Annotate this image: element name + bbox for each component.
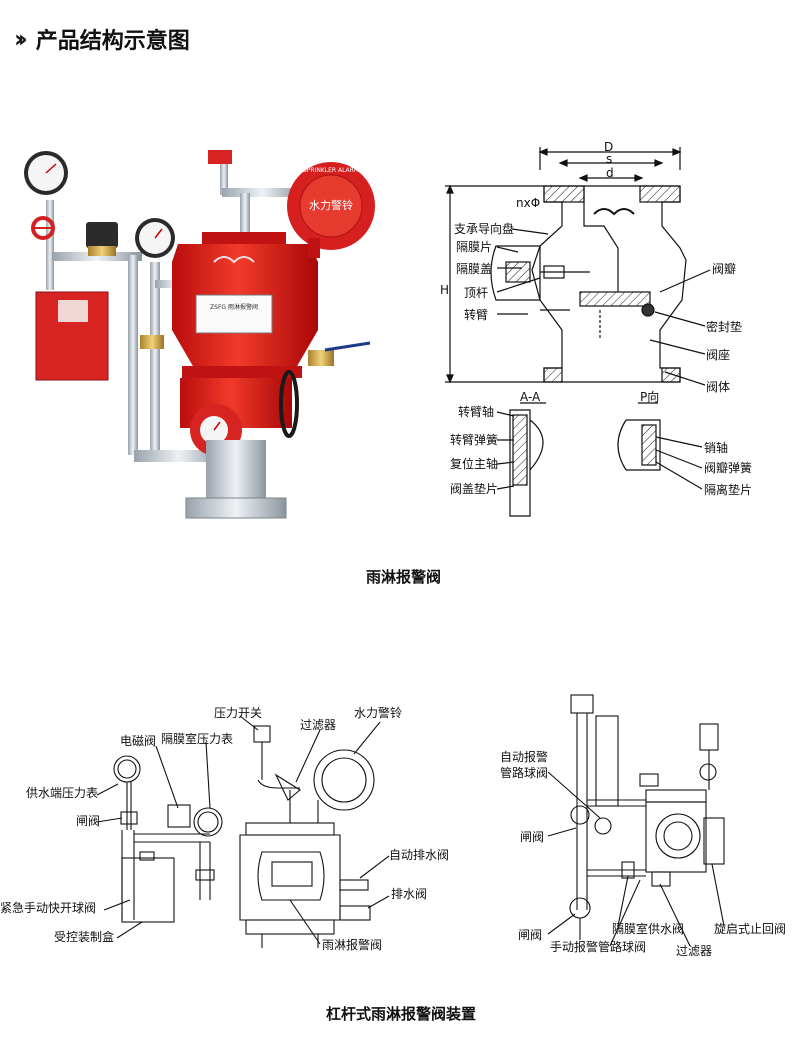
label-solenoid: 电磁阀 [120, 734, 157, 748]
label-cover-gasket: 阀盖垫片 [450, 482, 499, 496]
label-arm-spring: 转臂弹簧 [450, 433, 499, 447]
label-auto-alarm-2: 管路球阀 [500, 766, 549, 780]
label-diaphragm-gauge: 隔膜室压力表 [161, 732, 234, 746]
dim-d-label: d [606, 166, 614, 180]
label-arm-shaft: 转臂轴 [458, 405, 495, 419]
label-emergency-ball: 紧急手动快开球阀 [0, 901, 97, 915]
label-seat: 阀座 [706, 348, 731, 362]
label-check-valve: 旋启式止回阀 [714, 922, 787, 936]
label-gate-valve-left: 闸阀 [76, 814, 101, 828]
bell-label: 水力警铃 [309, 198, 353, 212]
label-seal: 密封垫 [706, 320, 743, 334]
dim-H-label: H [440, 283, 450, 297]
label-clapper-spring: 阀瓣弹簧 [704, 461, 753, 475]
label-p-title: P向 [640, 390, 660, 404]
label-filter-right: 过滤器 [676, 944, 713, 958]
label-push-rod: 顶杆 [464, 286, 489, 300]
label-drain-valve: 排水阀 [391, 887, 428, 901]
label-diaphragm-supply: 隔膜室供水阀 [612, 922, 685, 936]
label-supply-gauge: 供水端压力表 [26, 786, 99, 800]
label-arm: 转臂 [464, 308, 489, 322]
dim-s-label: s [606, 152, 613, 166]
bell-ring-label: SPRINKLER ALARM [303, 167, 359, 174]
label-auto-drain: 自动排水阀 [389, 848, 450, 862]
deluge-valve-photo: ZSFG 雨淋报警阀 水力警铃 SPRINKLER ALARM [24, 150, 375, 519]
label-clapper: 阀瓣 [712, 262, 737, 276]
lever-deluge-drawing-left [96, 715, 390, 948]
label-water-bell: 水力警铃 [354, 706, 403, 720]
section-header: ›› 产品结构示意图 [14, 22, 190, 56]
label-reset-shaft: 复位主轴 [450, 457, 499, 471]
label-body: 阀体 [706, 380, 731, 394]
caption-deluge-valve: 雨淋报警阀 [366, 568, 442, 586]
dim-D-label: D [604, 140, 614, 154]
label-auto-alarm-1: 自动报警 [500, 750, 549, 764]
label-control-box: 受控装制盒 [54, 930, 115, 944]
label-diaphragm-cover: 隔膜盖 [456, 262, 493, 276]
lever-deluge-drawing-right [547, 694, 725, 947]
label-filter-left: 过滤器 [300, 718, 337, 732]
label-pressure-switch: 压力开关 [214, 706, 263, 720]
section-view-drawing [445, 147, 711, 517]
label-isolation-gasket: 隔离垫片 [704, 483, 753, 497]
label-pin: 销轴 [704, 441, 729, 455]
label-support-disc: 支承导向盘 [454, 222, 515, 236]
label-aa-title: A-A [520, 390, 541, 404]
page-title: 产品结构示意图 [35, 28, 190, 54]
label-manual-alarm: 手动报警管路球阀 [550, 940, 647, 954]
label-gate-valve-r1: 闸阀 [520, 830, 545, 844]
label-diaphragm: 隔膜片 [456, 240, 493, 254]
label-gate-valve-r2: 闸阀 [518, 928, 543, 942]
dim-n-label: nxΦ [516, 196, 541, 210]
label-deluge-valve: 雨淋报警阀 [322, 938, 383, 952]
caption-lever-deluge: 杠杆式雨淋报警阀装置 [326, 1005, 477, 1023]
svg-text:ZSFG 雨淋报警阀: ZSFG 雨淋报警阀 [210, 303, 258, 311]
